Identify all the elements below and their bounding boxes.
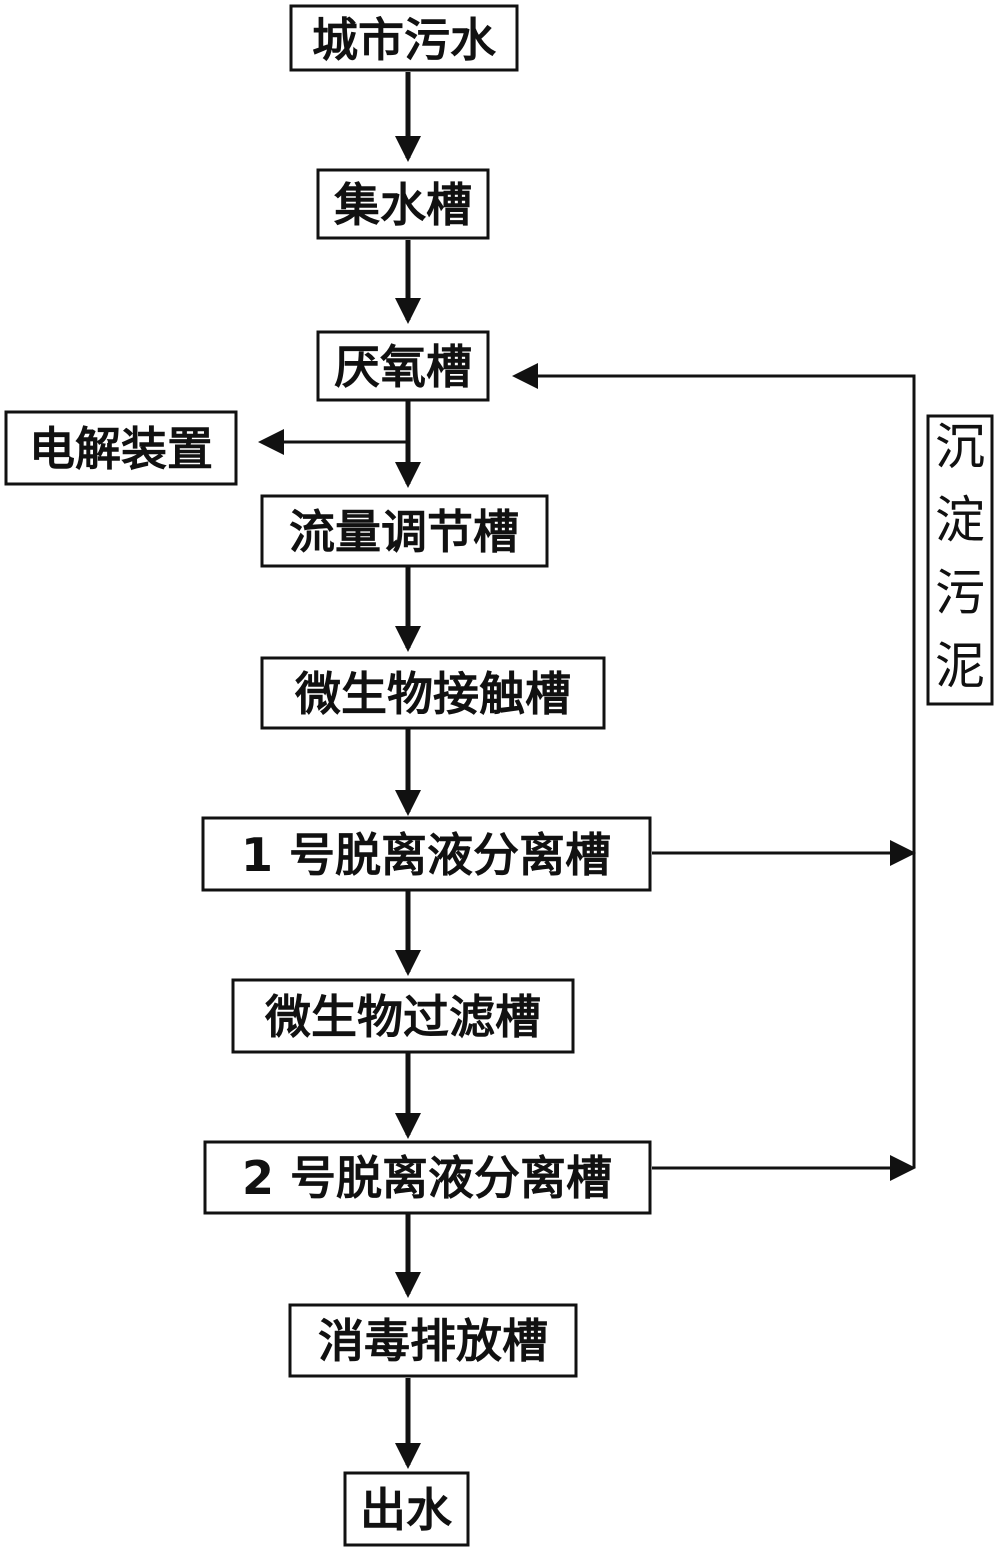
node-electrolysis-device-label: 电解装置 xyxy=(29,422,213,476)
node-anaerobic-tank: 厌氧槽 xyxy=(316,330,490,402)
sludge-return-line xyxy=(512,363,916,1168)
node-separation-tank-1-label: 1 号脱离液分离槽 xyxy=(241,828,611,882)
node-microbe-contact-tank-label: 微生物接触槽 xyxy=(294,667,571,721)
node-source: 城市污水 xyxy=(289,4,519,72)
node-collection-tank: 集水槽 xyxy=(316,168,490,240)
node-separation-tank-2-label: 2 号脱离液分离槽 xyxy=(242,1151,612,1205)
node-separation-tank-1: 1 号脱离液分离槽 xyxy=(201,816,652,892)
node-flow-regulation-tank-label: 流量调节槽 xyxy=(289,505,519,559)
node-effluent: 出水 xyxy=(343,1471,470,1547)
node-effluent-label: 出水 xyxy=(360,1483,453,1537)
node-separation-tank-2: 2 号脱离液分离槽 xyxy=(203,1140,652,1215)
node-electrolysis-device: 电解装置 xyxy=(4,410,238,486)
node-disinfection-tank: 消毒排放槽 xyxy=(288,1303,578,1378)
node-anaerobic-tank-label: 厌氧槽 xyxy=(334,340,472,394)
node-microbe-contact-tank: 微生物接触槽 xyxy=(260,656,606,730)
sludge-label-char-2: 淀 xyxy=(935,491,985,549)
node-flow-regulation-tank: 流量调节槽 xyxy=(260,494,549,568)
node-collection-tank-label: 集水槽 xyxy=(333,178,472,232)
node-microbe-filter-tank: 微生物过滤槽 xyxy=(231,978,575,1054)
node-disinfection-tank-label: 消毒排放槽 xyxy=(318,1314,548,1368)
sludge-label-char-4: 泥 xyxy=(935,637,985,695)
sludge-label-char-3: 污 xyxy=(935,564,985,622)
sludge-label-char-1: 沉 xyxy=(935,418,985,476)
sludge-label-box: 沉 淀 污 泥 xyxy=(926,414,994,706)
node-source-label: 城市污水 xyxy=(312,13,497,67)
node-microbe-filter-tank-label: 微生物过滤槽 xyxy=(264,990,541,1044)
